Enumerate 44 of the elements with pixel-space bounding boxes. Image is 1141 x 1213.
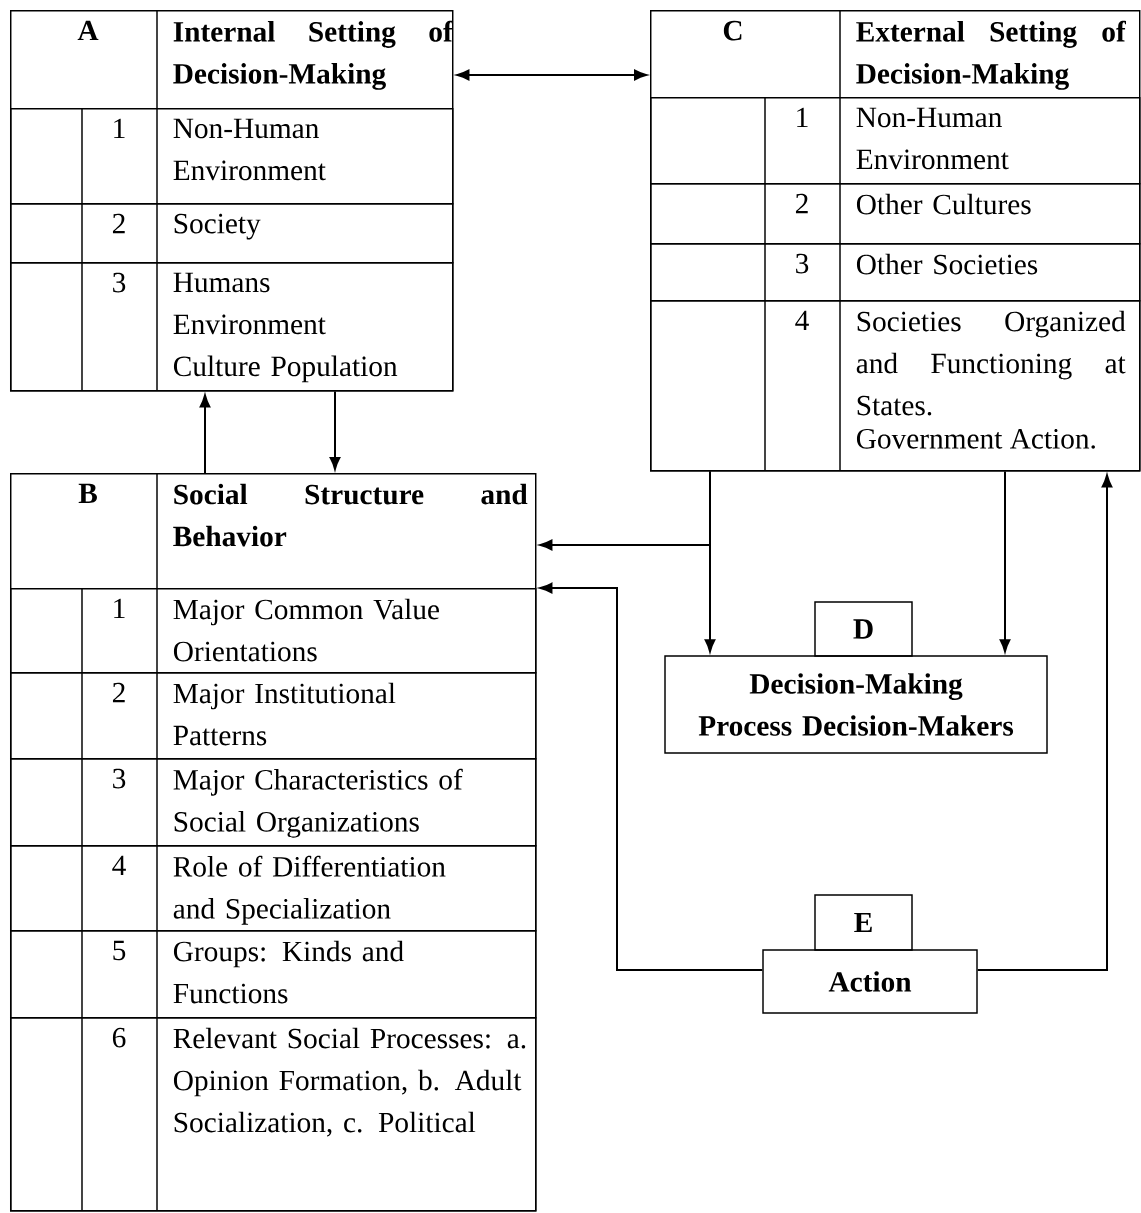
row-number: 3 xyxy=(113,768,126,789)
arrow xyxy=(329,390,341,470)
cell-text: Society xyxy=(174,213,261,240)
section-letter: C xyxy=(723,20,742,41)
row-number: 5 xyxy=(113,940,126,961)
cell-text: Government Action. xyxy=(856,428,1095,449)
process-box: Action xyxy=(762,949,978,1014)
row-number: 1 xyxy=(114,118,125,139)
arrow xyxy=(999,470,1011,653)
row-number: 2 xyxy=(112,682,125,703)
row-number: 1 xyxy=(797,107,808,128)
double-arrow xyxy=(456,69,647,81)
letter-tab: E xyxy=(814,894,913,951)
cell-text: Other Cultures xyxy=(856,193,1031,215)
cell-text: Societies Organized and Functioning at States. xyxy=(856,310,1126,416)
row-number: 1 xyxy=(114,598,125,619)
letter-tab: D xyxy=(814,601,913,657)
row-number: 6 xyxy=(112,1027,126,1048)
table-heading: Internal Setting of Decision-Making xyxy=(173,20,453,90)
process-box: Decision-Making Process Decision-Makers xyxy=(664,655,1048,754)
table-heading: External Setting of Decision-Making xyxy=(856,20,1126,90)
cell-text: Major Characteristics of Social Organizations xyxy=(173,768,463,838)
cell-text: Major Institutional Patterns xyxy=(173,682,396,746)
cell-text: Groups: Kinds and Functions xyxy=(173,940,404,1004)
arrow xyxy=(539,582,764,971)
row-number: 3 xyxy=(796,253,809,274)
section-letter: B xyxy=(78,483,97,504)
row-number: 2 xyxy=(112,213,125,234)
cell-text: Humans Environment Culture Population xyxy=(173,272,398,383)
cell-text: Relevant Social Processes: a. Opinion Formation, b. Adult Socialization, c. Political xyxy=(173,1027,526,1137)
row-number: 3 xyxy=(113,272,126,293)
cell-text: Non-Human Environment xyxy=(856,107,1009,170)
cell-text: Major Common Value Orientations xyxy=(173,598,439,662)
arrow xyxy=(199,394,211,474)
row-number: 4 xyxy=(112,855,126,876)
cell-text: Non-Human Environment xyxy=(173,118,326,181)
cell-text: Other Societies xyxy=(856,253,1038,275)
cell-text: Role of Differentiation and Specialization xyxy=(173,855,446,925)
row-number: 2 xyxy=(795,193,808,214)
row-number: 4 xyxy=(795,310,809,331)
table-heading: Social Structure and Behavior xyxy=(173,483,528,547)
section-letter: A xyxy=(77,20,99,41)
arrow xyxy=(976,474,1113,971)
arrow xyxy=(704,470,716,653)
